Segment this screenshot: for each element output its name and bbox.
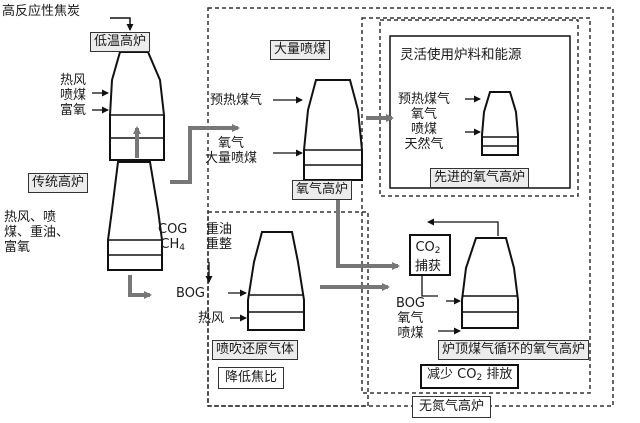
input-line: 预热煤气: [398, 92, 451, 107]
high-reactivity-coke-label: 高反应性焦炭: [2, 4, 81, 19]
reducing-gas-region: [207, 211, 369, 407]
coke-input-arrow: [110, 17, 134, 31]
input-line: 大量喷煤: [205, 151, 258, 166]
reducing-gas-bf-furnace: [247, 231, 305, 331]
input-line: 喷煤: [60, 88, 87, 103]
input-line: 富氧: [4, 240, 31, 255]
input-line: 富氧: [60, 103, 87, 118]
flexible-inner-frame: [389, 35, 571, 189]
reduce-co2-label: 减少 CO2 排放: [420, 364, 520, 389]
ch4-subscript: 4: [179, 243, 185, 253]
reducing-gas-label: 喷吹还原气体: [212, 340, 299, 360]
traditional-to-oxygen-bf-arrow: [170, 124, 240, 184]
flexible-title: 灵活使用炉料和能源: [400, 47, 522, 63]
traditional-inputs: 热风、喷 煤、重油、 富氧: [4, 210, 69, 255]
input-line: BOG: [396, 296, 425, 311]
oxygen-bf-label: 氧气高炉: [292, 180, 353, 200]
top-gas-recycle-bf-furnace: [461, 237, 519, 329]
input-line: 氧气: [218, 136, 245, 151]
emission-text: 排放: [482, 367, 513, 382]
oxygen-bf-furnace: [303, 79, 363, 181]
traditional-bf-label: 传统高炉: [28, 173, 89, 193]
ch4-text: CH4: [158, 237, 187, 256]
input-line: 热风、喷: [4, 210, 57, 225]
hot-blast-label: 热风: [198, 311, 225, 326]
low-temp-bf-furnace: [109, 51, 165, 161]
input-line: 喷煤: [397, 326, 424, 341]
large-pci-title: 大量喷煤: [270, 40, 331, 60]
bog-label: BOG: [176, 286, 205, 301]
recycle-inputs: BOG 氧气 喷煤: [396, 296, 425, 341]
reduce-co2-subscript: 2: [476, 373, 483, 383]
input-line: 氧气: [411, 107, 438, 122]
low-temp-bf-label: 低温高炉: [90, 32, 151, 52]
co2-capture-box: [409, 234, 451, 276]
nitrogen-free-bf-label: 无氮气高炉: [412, 396, 492, 418]
process-arrows: [128, 114, 400, 299]
co2-capture-label: CO2 捕获: [415, 240, 441, 274]
cog-text: COG: [158, 222, 188, 237]
oxygen-to-recycle-arrow: [336, 185, 400, 270]
input-line: 煤、重油、: [4, 225, 70, 240]
capture-text: 捕获: [415, 259, 442, 274]
heavy-oil-reform-label: 重油 重整: [206, 222, 232, 252]
reduce-coke-ratio-label: 降低焦比: [218, 367, 285, 389]
advanced-oxygen-bf-furnace: [481, 91, 519, 156]
traditional-to-reducing-arrow: [128, 275, 152, 299]
oxygen-large-pci-label: 氧气 大量喷煤: [205, 136, 257, 166]
reduce-co2-text: 减少 CO: [427, 367, 477, 382]
co2-recycle-loop: [427, 218, 499, 236]
input-line: 重油: [206, 222, 233, 237]
hot-blast-pci-oxygen-inputs: 热风 喷煤 富氧: [60, 73, 86, 118]
ch-text: CH: [160, 237, 180, 252]
advanced-inputs: 预热煤气 氧气 喷煤 天然气: [398, 92, 450, 152]
input-line: 喷煤: [411, 122, 438, 137]
preheated-gas-label: 预热煤气: [210, 93, 263, 108]
traditional-bf-furnace: [107, 161, 163, 271]
input-line: 天然气: [404, 137, 444, 152]
advanced-oxygen-bf-label: 先进的氧气高炉: [430, 168, 530, 188]
input-line: 重整: [206, 237, 233, 252]
cog-ch4-label: COG CH4: [158, 222, 187, 256]
top-gas-recycle-region: [361, 17, 591, 394]
top-gas-recycle-bf-label: 炉顶煤气循环的氧气高炉: [438, 340, 590, 360]
nitrogen-free-region: [207, 7, 614, 407]
input-line: 氧气: [397, 311, 424, 326]
flexible-region: [379, 19, 579, 197]
co-text: CO: [415, 240, 435, 255]
co2-text: CO2: [415, 240, 441, 259]
input-line: 热风: [60, 73, 87, 88]
co2-subscript: 2: [434, 246, 441, 256]
